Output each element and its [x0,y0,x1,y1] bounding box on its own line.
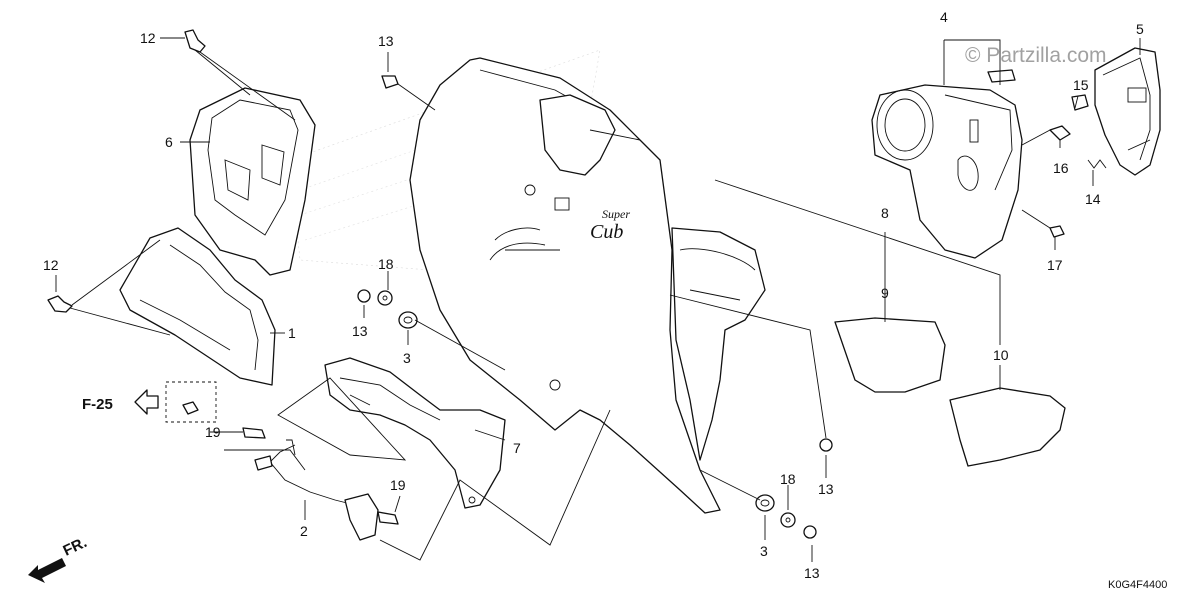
callout-13-right: 13 [818,481,834,497]
fasteners [47,29,1107,539]
callout-5: 5 [1136,21,1144,37]
callout-19-right: 19 [390,477,406,493]
callout-7: 7 [513,440,521,456]
callout-2: 2 [300,523,308,539]
callout-19-left: 19 [205,424,221,440]
part-1-lower-cover [119,227,276,386]
callout-10: 10 [993,347,1009,363]
callout-numbers: 12 6 12 1 13 18 13 3 19 7 19 2 4 5 15 16… [43,9,1144,581]
leader-lines [55,37,1141,562]
ref-label-f25: F-25 [82,396,113,413]
emblem-line1: Super [602,207,630,221]
callout-15: 15 [1073,77,1089,93]
watermark-text: © Partzilla.com [965,44,1107,67]
diagram-code: K0G4F4400 [1108,579,1167,591]
callout-13-bottom: 13 [804,565,820,581]
callout-12-left: 12 [43,257,59,273]
callout-12-top: 12 [140,30,156,46]
callout-18-lower: 18 [780,471,796,487]
callout-13-top: 13 [378,33,394,49]
callout-1: 1 [288,325,296,341]
leg-shield-main [409,57,766,514]
callout-16: 16 [1053,160,1069,176]
part-6-upper-inner-cover [189,87,316,276]
callout-8: 8 [881,205,889,221]
front-direction-indicator: FR. [28,534,90,583]
callout-9: 9 [881,285,889,301]
part-9-pad [834,317,946,393]
part-5-glove-box-lid [1094,47,1161,176]
part-10-pad [949,387,1066,467]
callout-4: 4 [940,9,948,25]
callout-18-upper: 18 [378,256,394,272]
part-4-glove-box [871,84,1023,259]
callout-3-upper: 3 [403,350,411,366]
callout-13-mid: 13 [352,323,368,339]
part-7-inner-bracket [324,357,506,509]
callout-6: 6 [165,134,173,150]
reference-f25: F-25 [82,381,217,423]
front-label: FR. [61,534,90,560]
super-cub-emblem: Super Cub [590,207,630,243]
emblem-line2: Cub [590,221,623,243]
callout-14: 14 [1085,191,1101,207]
callout-17: 17 [1047,257,1063,273]
callout-3-lower: 3 [760,543,768,559]
part-2-wire-harness [254,439,379,541]
